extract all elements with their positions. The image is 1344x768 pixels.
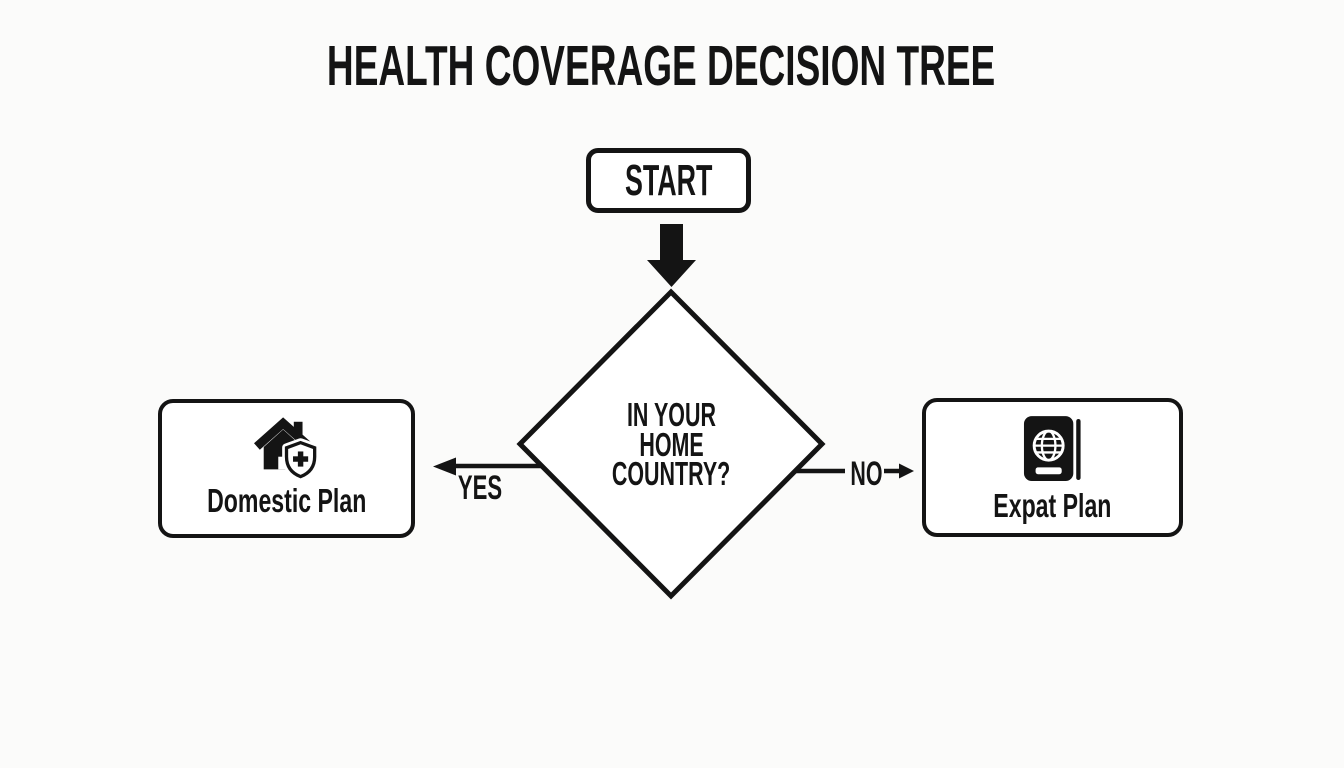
decision-question-line: IN YOUR <box>626 396 716 433</box>
decision-question-line: HOME <box>638 425 704 463</box>
decision-question: IN YOUR HOME COUNTRY? <box>521 396 821 492</box>
decision-question-line: COUNTRY? <box>611 455 731 492</box>
diagram-title-text: HEALTH COVERAGE DECISION TREE <box>326 34 996 98</box>
domestic-plan-node: Domestic Plan <box>158 399 415 538</box>
diagram-title: HEALTH COVERAGE DECISION TREE <box>0 38 1322 95</box>
decision-diamond <box>516 288 826 600</box>
passport-icon <box>1023 416 1081 481</box>
no-label: NO <box>850 455 883 493</box>
start-node: START <box>586 148 751 213</box>
yes-arrow <box>433 457 545 476</box>
expat-plan-label: Expat Plan <box>993 487 1112 524</box>
start-arrow-down-icon <box>647 224 696 287</box>
house-shield-plus-icon <box>253 417 319 480</box>
domestic-plan-label: Domestic Plan <box>206 482 367 519</box>
yes-label: YES <box>457 469 503 507</box>
expat-plan-node: Expat Plan <box>922 398 1183 537</box>
start-node-label: START <box>624 155 713 205</box>
